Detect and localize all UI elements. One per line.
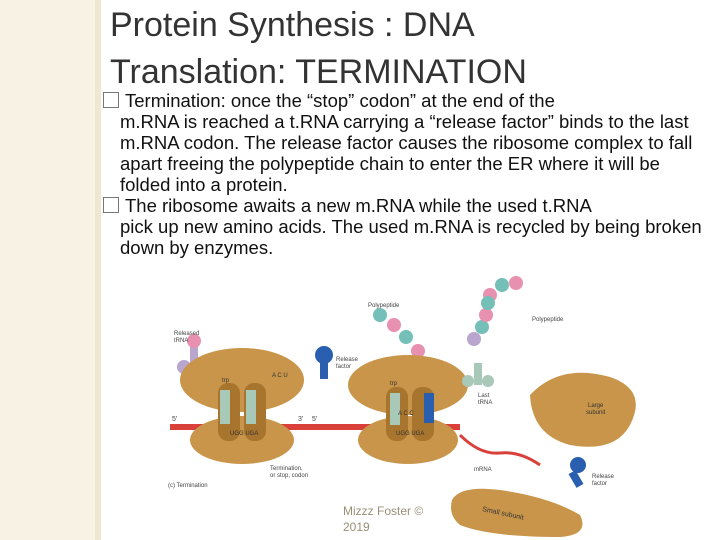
bullet-termination: Termination: once the “stop” codon” at t… — [103, 90, 703, 195]
slide-title: Protein Synthesis : DNA Translation: TER… — [110, 2, 527, 96]
release-factor-free-icon — [568, 457, 586, 488]
last-trna-icon — [462, 363, 494, 387]
large-subunit-label-2: subunit — [586, 410, 606, 416]
released-trna-label-1: Released — [174, 331, 199, 337]
credit-line-1: Mizzz Foster © — [343, 504, 424, 518]
acc-label-b: A C C — [398, 411, 414, 417]
codons-label-b: UGG UGA — [396, 431, 424, 437]
title-line-1: Protein Synthesis : DNA — [110, 6, 475, 44]
five-prime-label-b: 5' — [312, 416, 317, 423]
released-trna-label-2: tRNA — [174, 338, 188, 344]
termination-codon-label-1: Termination, — [270, 466, 303, 472]
left-decor-band — [0, 0, 95, 540]
figure-caption: (c) Termination — [168, 483, 208, 489]
bullet-list: Termination: once the “stop” codon” at t… — [103, 90, 703, 258]
left-decor-rule — [95, 0, 101, 540]
bullet-ribosome: The ribosome awaits a new m.RNA while th… — [103, 195, 703, 258]
termination-codon-label-2: or stop, codon — [270, 473, 308, 479]
polypeptide-label-right: Polypeptide — [532, 317, 564, 323]
release-factor-b-label-1: Release — [592, 474, 615, 480]
small-subunit — [451, 488, 583, 537]
release-factor-label-1: Release — [336, 357, 359, 363]
acu-label-a: A C U — [272, 373, 288, 379]
large-subunit-label-1: Large — [588, 403, 604, 409]
bullet-2-first-line: The ribosome awaits a new m.RNA while th… — [125, 195, 592, 216]
released-mrna — [458, 433, 541, 467]
ribosome-left — [180, 348, 304, 464]
bullet-box-icon — [103, 197, 119, 213]
site-label-a: trp — [222, 378, 230, 384]
polypeptide-label-top: Polypeptide — [368, 303, 400, 309]
release-factor-icon — [315, 346, 333, 379]
last-trna-label-2: tRNA — [478, 400, 492, 406]
site-label-b: trp — [390, 381, 398, 387]
bullet-box-icon — [103, 92, 119, 108]
five-prime-label-a: 5' — [172, 416, 177, 423]
polypeptide-chain-right — [467, 276, 523, 346]
bullet-1-first-line: Termination: once the “stop” codon” at t… — [125, 90, 555, 111]
mrna-label: mRNA — [474, 467, 492, 473]
bullet-2-continuation: pick up new amino acids. The used m.RNA … — [120, 216, 702, 258]
credit-line-2: 2019 — [343, 520, 370, 534]
release-factor-label-2: factor — [336, 364, 351, 370]
bullet-1-continuation: m.RNA is reached a t.RNA carrying a “rel… — [120, 111, 693, 195]
last-trna-label-1: Last — [478, 393, 490, 399]
release-factor-b-label-2: factor — [592, 481, 607, 487]
credit: Mizzz Foster © 2019 — [343, 503, 423, 535]
termination-diagram: Released tRNA 5' 3' trp A C U UGG UGA Re… — [168, 276, 636, 537]
ribosome-middle — [348, 355, 468, 464]
codons-label-a: UGG UGA — [230, 431, 258, 437]
title-line-2: Translation: TERMINATION — [110, 53, 527, 91]
three-prime-label-a: 3' — [298, 416, 303, 423]
large-subunit — [530, 372, 636, 447]
